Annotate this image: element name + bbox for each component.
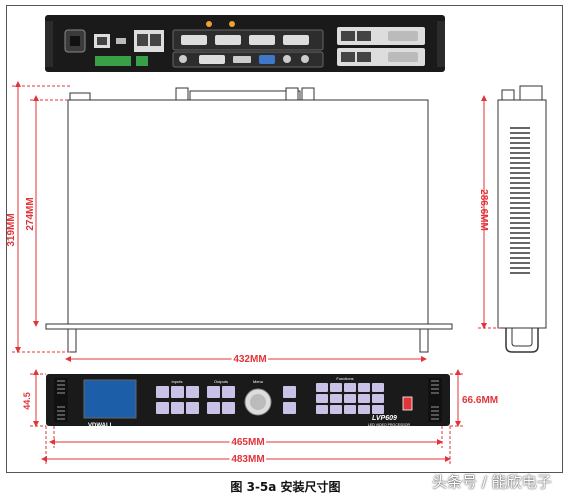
- front-height-dimension: [30, 369, 464, 427]
- front-panel: [46, 374, 450, 426]
- vent-slots: [510, 127, 530, 274]
- dim-44-label: 44.5: [22, 392, 32, 410]
- power-switch-icon: [402, 396, 413, 411]
- terminal-block-icon: [95, 56, 131, 66]
- model-label: LVP609: [372, 415, 397, 422]
- brand-label: VDWALL: [88, 423, 114, 429]
- dim-66-label: 66.6MM: [462, 395, 498, 406]
- dim-432-label: 432MM: [233, 354, 266, 365]
- usb-port-icon: [116, 38, 126, 44]
- figure-caption: 图 3-5a 安装尺寸图: [230, 480, 341, 494]
- inputs-label: Inputs: [172, 379, 183, 384]
- side-view: [497, 85, 547, 353]
- depth-dimension: [478, 95, 500, 329]
- vga-port-icon: [259, 55, 275, 64]
- dim-286-label: 286.6MM: [478, 189, 489, 231]
- dim-483-label: 483MM: [231, 454, 264, 465]
- watermark: 头条号 / 能欣电子: [432, 473, 552, 491]
- outputs-label: Outputs: [214, 379, 228, 384]
- dim-274-label: 274MM: [25, 197, 36, 230]
- width-465-dimension: [49, 426, 443, 448]
- top-view: [45, 87, 453, 353]
- dim-465-label: 465MM: [231, 437, 264, 448]
- diagram-frame: [6, 5, 563, 473]
- model-sub-label: LED VIDEO PROCESSOR: [368, 423, 410, 427]
- lcd-screen: [83, 379, 137, 419]
- functions-label: Functions: [336, 376, 353, 381]
- width-483-dimension: [41, 426, 451, 465]
- height-dimensions: [12, 81, 70, 353]
- rear-panel: [45, 15, 445, 72]
- menu-label: Menu: [253, 379, 263, 384]
- dim-319-label: 319MM: [6, 213, 17, 246]
- bnc-connector-icon: [179, 55, 187, 63]
